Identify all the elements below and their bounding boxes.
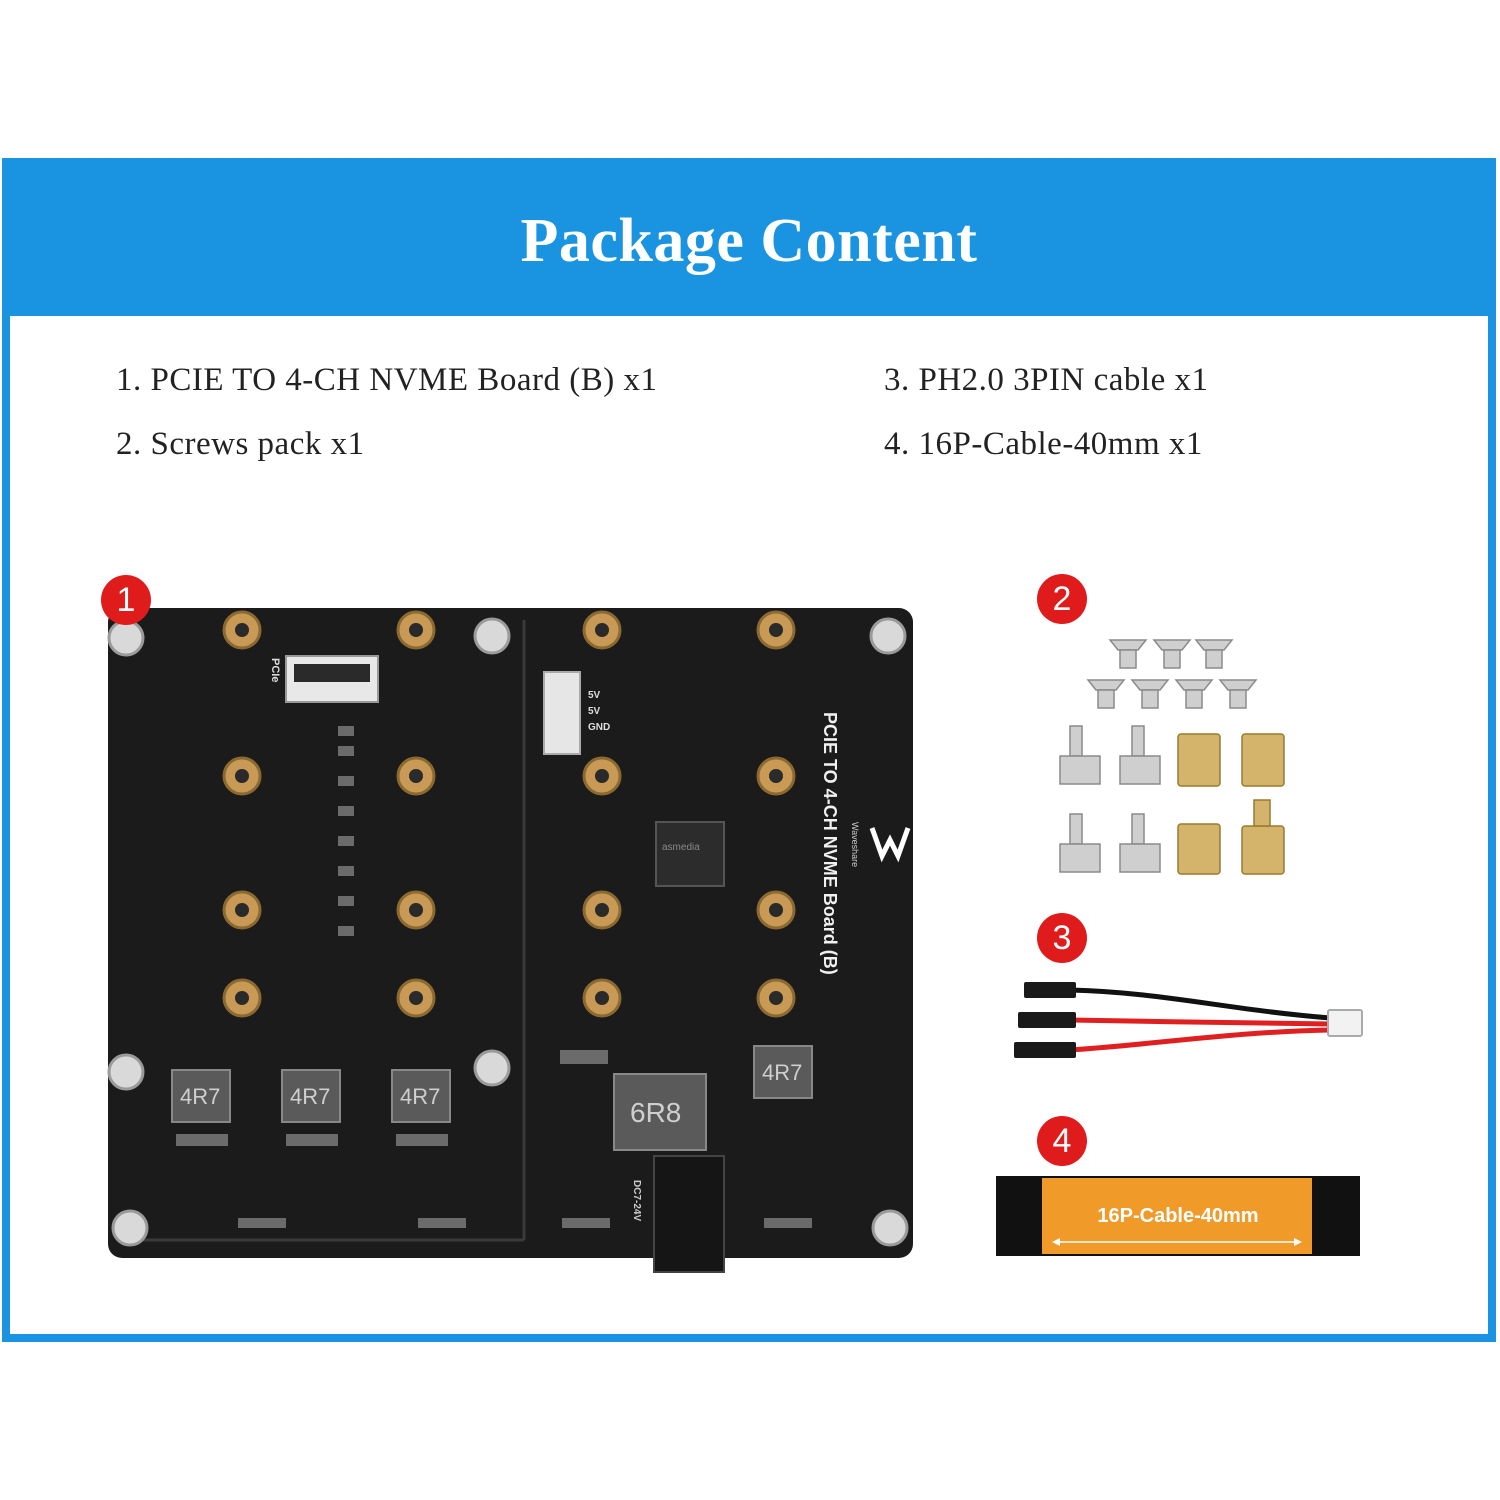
chip-label: asmedia — [662, 842, 700, 853]
ribbon-label: 16P-Cable-40mm — [1097, 1205, 1258, 1227]
inductor-label: 4R7 — [400, 1084, 440, 1109]
power-label: DC7-24V — [631, 1180, 642, 1221]
nvme-board-image: PCIe 5V 5V GND asmedia PCIE TO 4-CH NVME… — [107, 608, 913, 1273]
pcie-label: PCIe — [269, 658, 281, 682]
inductor-label: 4R7 — [180, 1084, 220, 1109]
pin-label: 5V — [588, 706, 601, 717]
number-badge: 3 — [1037, 913, 1087, 963]
inductor-label: 4R7 — [762, 1060, 802, 1085]
board-title: PCIE TO 4-CH NVME Board (B) — [820, 712, 840, 975]
pin-label: 5V — [588, 690, 601, 701]
ribbon-cable-image: 16P-Cable-40mm — [996, 1176, 1360, 1256]
brand-label: Waveshare — [850, 822, 860, 867]
list-item: 1. PCIE TO 4-CH NVME Board (B) x1 — [116, 362, 658, 398]
number-badge: 2 — [1037, 574, 1087, 624]
list-item: 2. Screws pack x1 — [116, 426, 365, 462]
page-title: Package Content — [520, 206, 978, 275]
number-badge: 4 — [1037, 1116, 1087, 1166]
pin-label: GND — [588, 722, 610, 733]
list-item: 4. 16P-Cable-40mm x1 — [884, 426, 1203, 462]
list-item: 3. PH2.0 3PIN cable x1 — [884, 362, 1209, 398]
waveshare-logo-icon — [869, 827, 911, 863]
header-banner: Package Content — [10, 166, 1488, 316]
number-badge: 1 — [101, 575, 151, 625]
inductor-label: 4R7 — [290, 1084, 330, 1109]
ph20-cable-image — [1014, 982, 1363, 1058]
screws-pack-image — [1059, 639, 1285, 875]
inductor-label: 6R8 — [630, 1097, 681, 1128]
